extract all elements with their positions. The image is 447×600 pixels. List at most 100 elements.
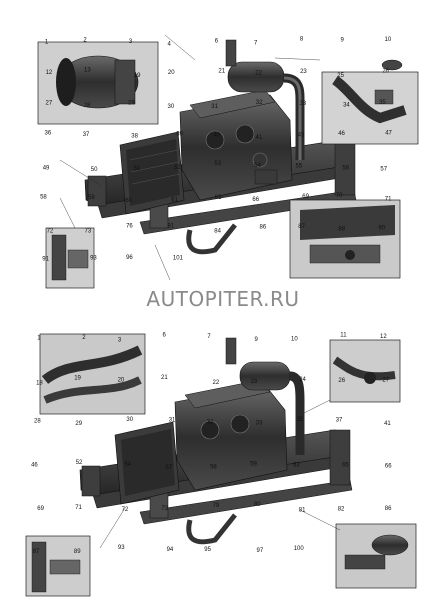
callout-label: 57 — [166, 465, 173, 471]
callout-label: 53 — [214, 161, 221, 167]
callout-label: 81 — [168, 224, 175, 230]
callout-label: 55 — [296, 163, 303, 169]
callout-label: 51 — [134, 166, 141, 172]
callout-label: 94 — [167, 547, 174, 553]
callout-label: 41 — [256, 135, 263, 141]
top-radiator — [119, 131, 185, 215]
callout-label: 34 — [343, 102, 350, 108]
callout-label: 93 — [90, 256, 97, 262]
callout-label: 38 — [131, 134, 138, 140]
bottom-engine — [174, 379, 288, 491]
callout-label: 1 — [37, 336, 41, 342]
callout-label: 8 — [300, 37, 304, 43]
callout-label: 45 — [298, 132, 305, 138]
callout-label: 37 — [336, 418, 343, 424]
callout-label: 82 — [338, 507, 345, 513]
callout-label: 20 — [168, 70, 175, 76]
top-leader-lines — [59, 34, 321, 281]
callout-label: 36 — [45, 130, 52, 136]
callout-label: 46 — [31, 463, 38, 469]
callout-label: 12 — [380, 334, 387, 340]
callout-label: 39 — [176, 132, 183, 138]
callout-label: 54 — [254, 163, 261, 169]
callout-label: 28 — [84, 103, 91, 109]
callout-label: 31 — [211, 104, 218, 110]
callout-label: 56 — [342, 165, 349, 171]
callout-label: 11 — [340, 332, 347, 338]
callout-label: 96 — [126, 255, 133, 261]
bottom-detail-inset-bracket — [25, 535, 91, 597]
callout-label: 47 — [385, 131, 392, 137]
callout-label: 32 — [256, 100, 263, 106]
bottom-air-filter — [225, 337, 305, 455]
callout-label: 23 — [300, 69, 307, 75]
callout-label: 9 — [341, 37, 345, 43]
callout-label: 27 — [46, 101, 53, 107]
callout-label: 41 — [384, 421, 391, 427]
callout-label: 24 — [299, 377, 306, 383]
callout-label: 91 — [42, 257, 49, 263]
callout-label: 30 — [168, 104, 175, 110]
callout-label: 40 — [213, 133, 220, 139]
callout-label: 89 — [74, 549, 81, 555]
callout-label: 29 — [128, 101, 135, 107]
callout-label: 86 — [260, 224, 267, 230]
callout-label: 21 — [218, 68, 225, 74]
bottom-detail-inset-valve — [329, 339, 401, 403]
callout-label: 10 — [385, 37, 392, 43]
callout-label: 52 — [76, 460, 83, 466]
callout-label: 22 — [213, 380, 220, 386]
callout-label: 3 — [118, 337, 122, 343]
callout-label: 54 — [124, 462, 131, 468]
callout-label: 52 — [174, 165, 181, 171]
callout-label: 63 — [293, 463, 300, 469]
callout-label: 90 — [378, 226, 385, 232]
callout-label: 21 — [161, 375, 168, 381]
callout-label: 59 — [250, 462, 257, 468]
callout-label: 6 — [215, 39, 219, 45]
callout-label: 26 — [338, 378, 345, 384]
callout-label: 70 — [336, 193, 343, 199]
callout-label: 10 — [291, 336, 298, 342]
bottom-leader-lines — [99, 399, 341, 549]
callout-label: 12 — [46, 70, 53, 76]
callout-label: 79 — [213, 503, 220, 509]
callout-label: 6 — [163, 332, 167, 338]
callout-label: 4 — [168, 41, 172, 47]
top-detail-inset-bracket — [45, 227, 95, 289]
callout-label: 28 — [34, 419, 41, 425]
callout-label: 71 — [75, 505, 82, 511]
callout-label: 58 — [40, 194, 47, 200]
callout-label: 87 — [298, 224, 305, 230]
callout-label: 84 — [214, 229, 221, 235]
callout-label: 63 — [215, 195, 222, 201]
callout-label: 31 — [169, 417, 176, 423]
callout-label: 69 — [37, 506, 44, 512]
callout-label: 80 — [254, 502, 261, 508]
callout-label: 100 — [294, 546, 305, 552]
callout-label: 35 — [379, 100, 386, 106]
callout-label: 65 — [342, 462, 349, 468]
callout-label: 37 — [83, 132, 90, 138]
callout-label: 30 — [126, 417, 133, 423]
callout-label: 2 — [83, 38, 87, 44]
callout-label: 35 — [297, 417, 304, 423]
top-engine — [179, 89, 293, 201]
callout-label: 50 — [91, 167, 98, 173]
top-air-filter — [225, 39, 305, 160]
callout-label: 33 — [299, 101, 306, 107]
callout-label: 22 — [255, 71, 262, 77]
callout-label: 2 — [82, 335, 86, 341]
callout-label: 95 — [204, 547, 211, 553]
callout-label: 97 — [257, 548, 264, 554]
callout-label: 13 — [84, 68, 91, 74]
callout-label: 20 — [118, 377, 125, 383]
callout-label: 33 — [256, 421, 263, 427]
bottom-assembly — [25, 333, 417, 597]
callout-label: 57 — [380, 167, 387, 173]
callout-label: 88 — [338, 226, 345, 232]
top-coolant-pipe — [186, 223, 237, 255]
bottom-coolant-pipe — [186, 513, 237, 545]
